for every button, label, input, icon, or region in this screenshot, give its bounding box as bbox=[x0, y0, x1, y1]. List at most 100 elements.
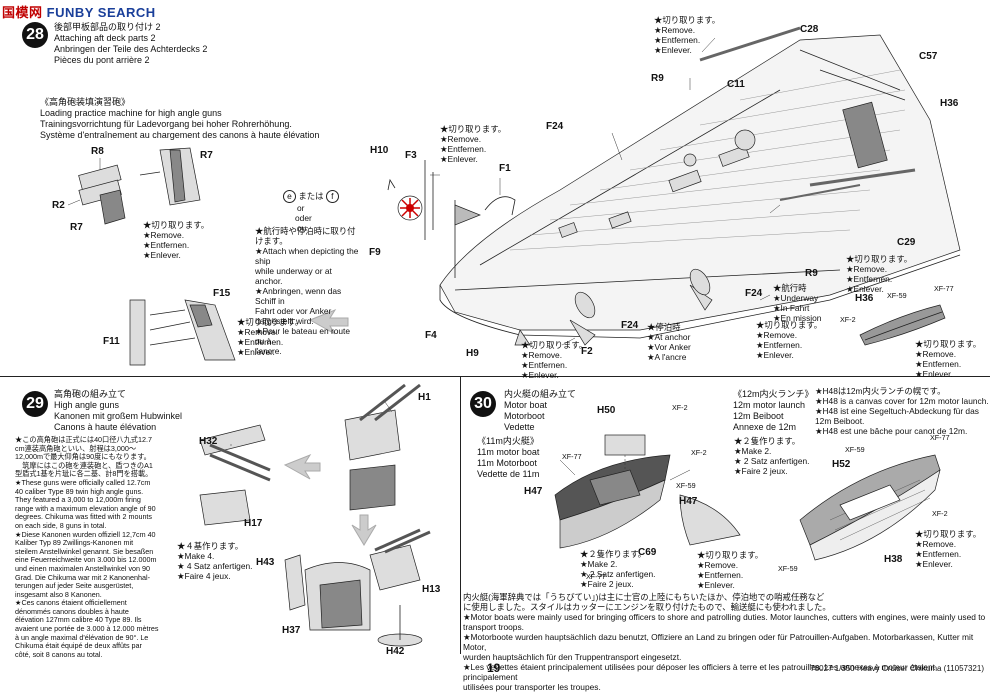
remove-de: ★Entfernen. bbox=[915, 359, 962, 369]
note-line: ★Motorboote wurden hauptsächlich dazu be… bbox=[463, 632, 974, 652]
make2-en: ★Make 2. bbox=[580, 559, 618, 569]
note-line: utilisées pour transporter les troupes. bbox=[463, 682, 601, 692]
remove-fr: ★Enlever. bbox=[756, 350, 794, 360]
step-28-number: 28 bbox=[22, 22, 48, 48]
make2-en: ★Make 2. bbox=[734, 446, 772, 456]
note-line: に使用しました。スタイルはカッターにエンジンを取り付けたもので、輸送艇にも使われ… bbox=[463, 602, 831, 612]
anchor-de: ★Vor Anker bbox=[647, 342, 691, 352]
part-H38: H38 bbox=[884, 554, 903, 565]
remove-note-30b: ★切り取ります。★Remove.★Entfernen.★Enlever. bbox=[915, 529, 981, 569]
remove-note-1: ★切り取ります。★Remove.★Entfernen.★Enlever. bbox=[143, 220, 209, 260]
h48-line: ★H48 is a canvas cover for 12m motor lau… bbox=[815, 396, 989, 406]
h48-note: ★H48は12m内火ランチの幌です。★H48 is a canvas cover… bbox=[815, 386, 990, 436]
loader-fr: Système d'entraînement au chargement des… bbox=[40, 130, 320, 140]
note-line: ★Motor boats were mainly used for bringi… bbox=[463, 612, 986, 622]
loader-en: Loading practice machine for high angle … bbox=[40, 108, 222, 118]
part-C28: C28 bbox=[800, 24, 819, 35]
step-29-title-de: Kanonen mit großem Hubwinkel bbox=[54, 411, 183, 421]
remove-jp: ★切り取ります。 bbox=[846, 254, 913, 264]
part-F24-c: F24 bbox=[745, 288, 763, 299]
or-fr: ou bbox=[297, 223, 307, 233]
remove-fr: ★Enlever. bbox=[521, 370, 559, 380]
remove-jp: ★切り取ります。 bbox=[440, 124, 507, 134]
remove-jp: ★切り取ります。 bbox=[237, 317, 304, 327]
desc-line: côté, soit 8 canons au total. bbox=[15, 649, 103, 659]
m12-fr: Annexe de 12m bbox=[733, 422, 797, 432]
part-F4: F4 bbox=[425, 330, 437, 341]
part-H1: H1 bbox=[418, 392, 431, 403]
m12-en: 12m motor launch bbox=[733, 400, 806, 410]
make4-note: ★４基作ります。★Make 4.★ 4 Satz anfertigen.★Fai… bbox=[177, 541, 252, 581]
h48-line: 12m Beiboot. bbox=[815, 416, 865, 426]
desc-line: ★Ces canons étaient officiellement bbox=[15, 598, 127, 608]
flag-note-line: while underway or at anchor. bbox=[255, 266, 332, 286]
remove-en: ★Remove. bbox=[915, 349, 957, 359]
step-28-title-de: Anbringen der Teile des Achterdecks 2 bbox=[54, 44, 208, 54]
anchor-en: ★At anchor bbox=[647, 332, 691, 342]
boat-h36-drawing bbox=[859, 304, 946, 346]
part-R9-a: R9 bbox=[651, 73, 664, 84]
remove-fr: ★Enlever. bbox=[237, 347, 275, 357]
paint-XF2-c: XF-2 bbox=[932, 509, 948, 518]
motor-boat-history-note: 内火艇(海軍辞典では「うちびてい」)は主に士官の上陸にもちいたほか、停泊地での哨… bbox=[463, 592, 988, 692]
remove-note-8: ★切り取ります。★Remove.★Entfernen.★Enlever. bbox=[915, 339, 981, 379]
remove-en: ★Remove. bbox=[756, 330, 798, 340]
part-H47-a: H47 bbox=[524, 486, 543, 497]
desc-line: 型盾式1基を片玼に各二基、計8門を搭載。 bbox=[15, 469, 153, 479]
remove-en: ★Remove. bbox=[654, 25, 696, 35]
paint-XF77-a: XF-77 bbox=[562, 452, 582, 461]
part-F2: F2 bbox=[581, 346, 593, 357]
part-H43: H43 bbox=[256, 557, 275, 568]
remove-fr: ★Enlever. bbox=[143, 250, 181, 260]
part-H47-b: H47 bbox=[679, 496, 698, 507]
desc-line: dénommés canons doubles à haute bbox=[15, 606, 129, 616]
desc-line: ★Diese Kanonen wurden offiziell 12,7cm 4… bbox=[15, 529, 156, 539]
desc-line: degrees. Chikuma was fitted with 2 mount… bbox=[15, 512, 153, 522]
step-30-title: 内火艇の組み立て Motor boat Motorboot Vedette bbox=[504, 389, 576, 433]
part-F15: F15 bbox=[213, 288, 231, 299]
desc-line: range with a maximum elevation angle of … bbox=[15, 503, 156, 513]
remove-en: ★Remove. bbox=[846, 264, 888, 274]
part-F3: F3 bbox=[405, 150, 417, 161]
paint-XF59: XF-59 bbox=[887, 291, 907, 300]
remove-note-30a: ★切り取ります。★Remove.★Entfernen.★Enlever. bbox=[697, 550, 763, 590]
step-28-title-jp: 後部甲板部品の取り付け 2 bbox=[54, 22, 161, 32]
desc-line: 12,000mで最大仰角は90度にもなります。 bbox=[15, 452, 151, 462]
underway-note: ★航行時★Underway★In Fahrt★En mission bbox=[773, 283, 821, 323]
anchor-fr: ★A l'ancre bbox=[647, 352, 687, 362]
note-line: wurden hauptsächlich für den Truppentran… bbox=[463, 652, 682, 662]
make2-note-1: ★２隻作ります。★Make 2.★ 2 Satz anfertigen.★Fai… bbox=[734, 436, 809, 476]
part-R9-b: R9 bbox=[805, 268, 818, 279]
motor-boat-drawing bbox=[554, 434, 941, 561]
part-H42: H42 bbox=[386, 646, 405, 657]
remove-jp: ★切り取ります。 bbox=[521, 340, 588, 350]
stern-deck-drawing bbox=[387, 26, 961, 346]
divider-horizontal bbox=[0, 376, 990, 377]
paint-XF59-c: XF-59 bbox=[845, 445, 865, 454]
step-29-number: 29 bbox=[22, 391, 48, 417]
remove-en: ★Remove. bbox=[915, 539, 957, 549]
step-29-title-en: High angle guns bbox=[54, 400, 120, 410]
m12-de: 12m Beiboot bbox=[733, 411, 784, 421]
desc-line: on each side, 8 guns in total. bbox=[15, 520, 107, 530]
step-29-title-jp: 高角砲の組み立て bbox=[54, 389, 127, 399]
make4-jp: ★４基作ります。 bbox=[177, 541, 244, 551]
remove-note-5: ★切り取ります。★Remove.★Entfernen.★Enlever. bbox=[756, 320, 822, 360]
loading-machine-title: 《高角砲装填演習砲》 Loading practice machine for … bbox=[40, 97, 319, 141]
flag-note-line: ★Anbringen, wenn das Schiff in bbox=[255, 286, 342, 306]
product-code: 78027 1/350 Heavy Cruiser Chikuma (11057… bbox=[810, 664, 984, 673]
step-28-title-en: Attaching aft deck parts 2 bbox=[54, 33, 156, 43]
remove-de: ★Entfernen. bbox=[915, 549, 962, 559]
remove-jp: ★切り取ります。 bbox=[756, 320, 823, 330]
desc-line: terungen auf jeder Seite ausgerüstet, bbox=[15, 581, 134, 591]
desc-line: ★These guns were officially called 12.7c… bbox=[15, 477, 151, 487]
m11-jp: 《11m内火艇》 bbox=[477, 436, 539, 446]
paint-XF77-c: XF-77 bbox=[930, 433, 950, 442]
assembly-drawings bbox=[67, 26, 961, 647]
paint-XF2-b: XF-2 bbox=[691, 448, 707, 457]
remove-jp: ★切り取ります。 bbox=[915, 339, 982, 349]
flag-note-line: ★Attach when depicting the ship bbox=[255, 246, 359, 266]
remove-en: ★Remove. bbox=[237, 327, 279, 337]
